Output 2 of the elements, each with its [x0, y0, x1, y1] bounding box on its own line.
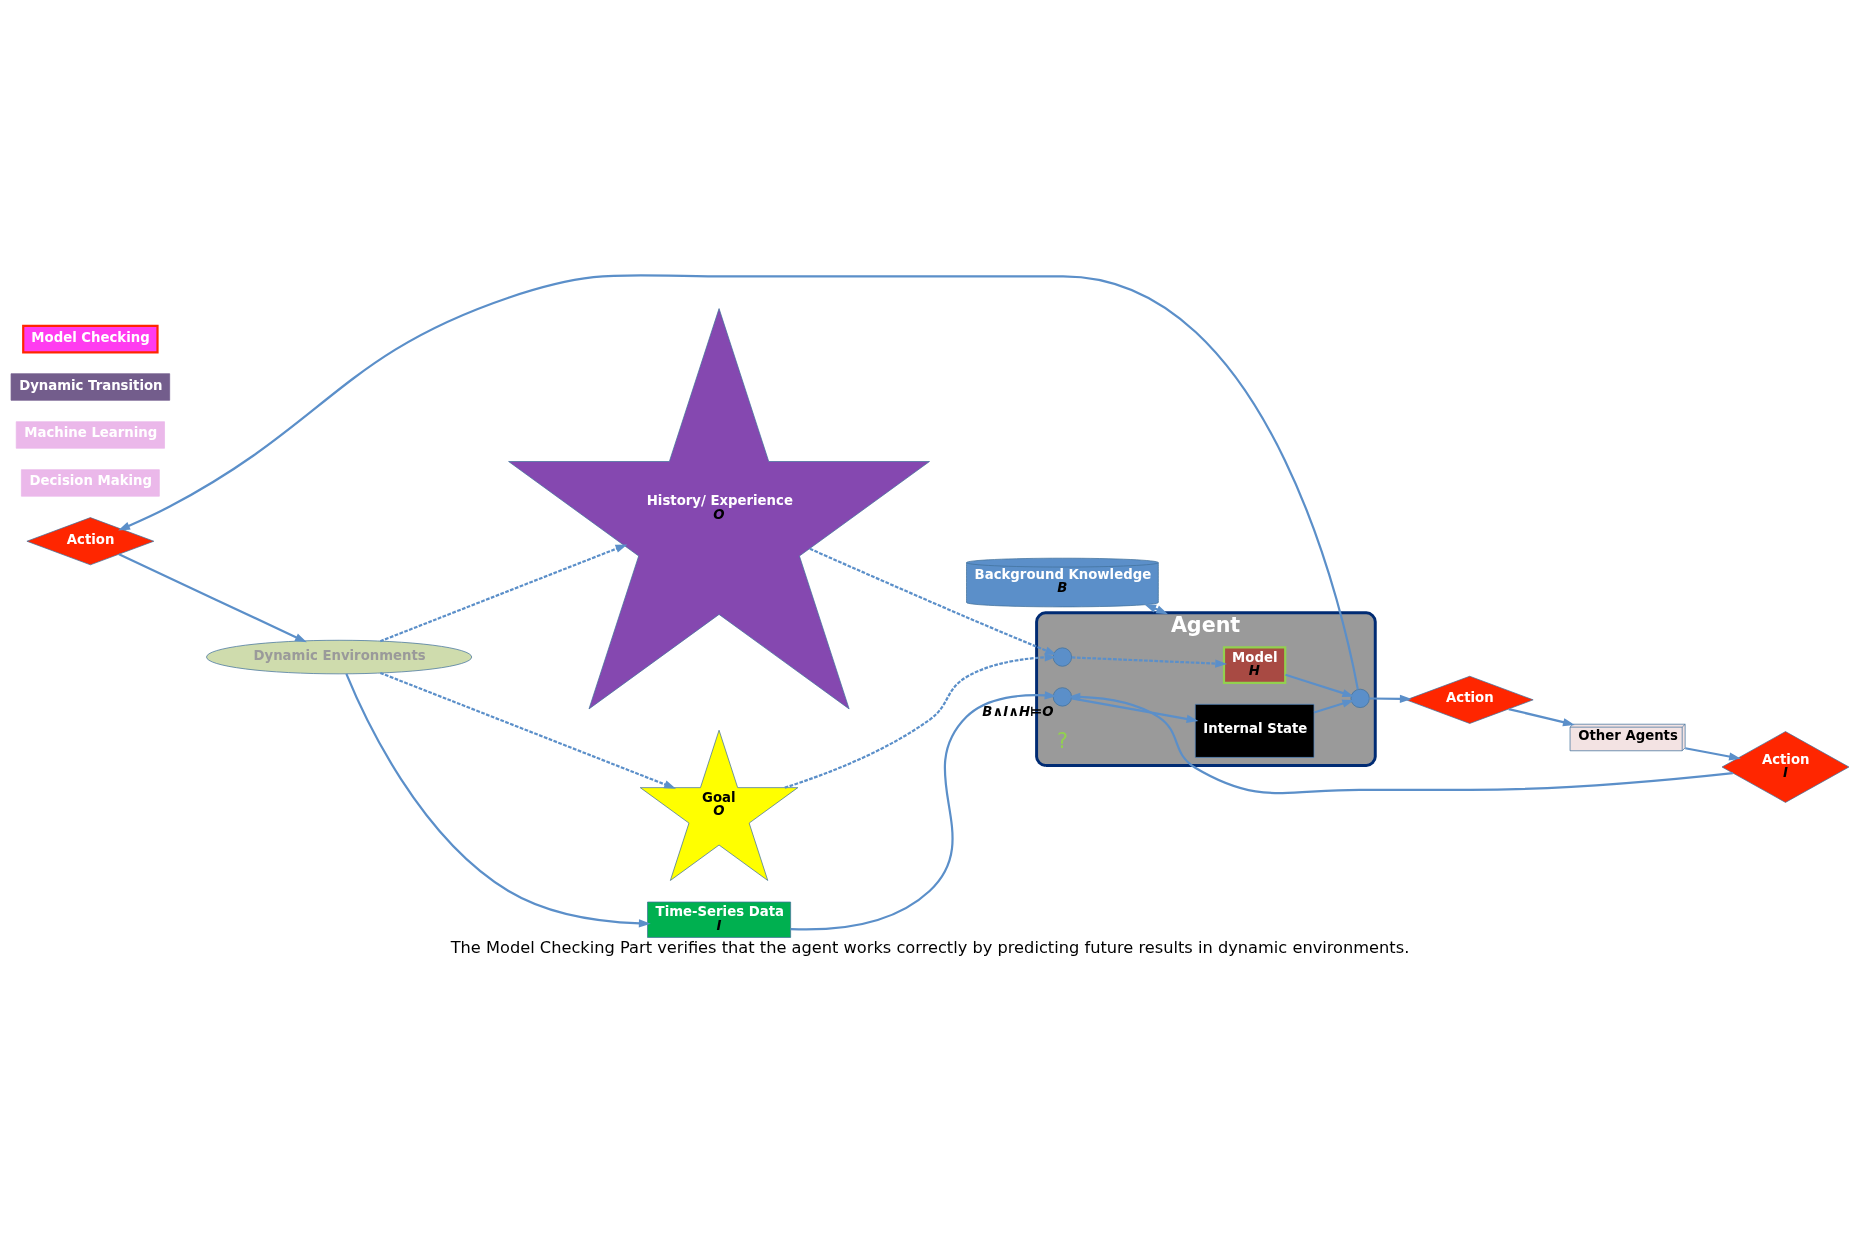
label: ?	[1056, 729, 1068, 754]
caption: The Model Checking Part verifies that the agent works correctly by predicting future results in dynamic environments.	[450, 938, 1410, 958]
